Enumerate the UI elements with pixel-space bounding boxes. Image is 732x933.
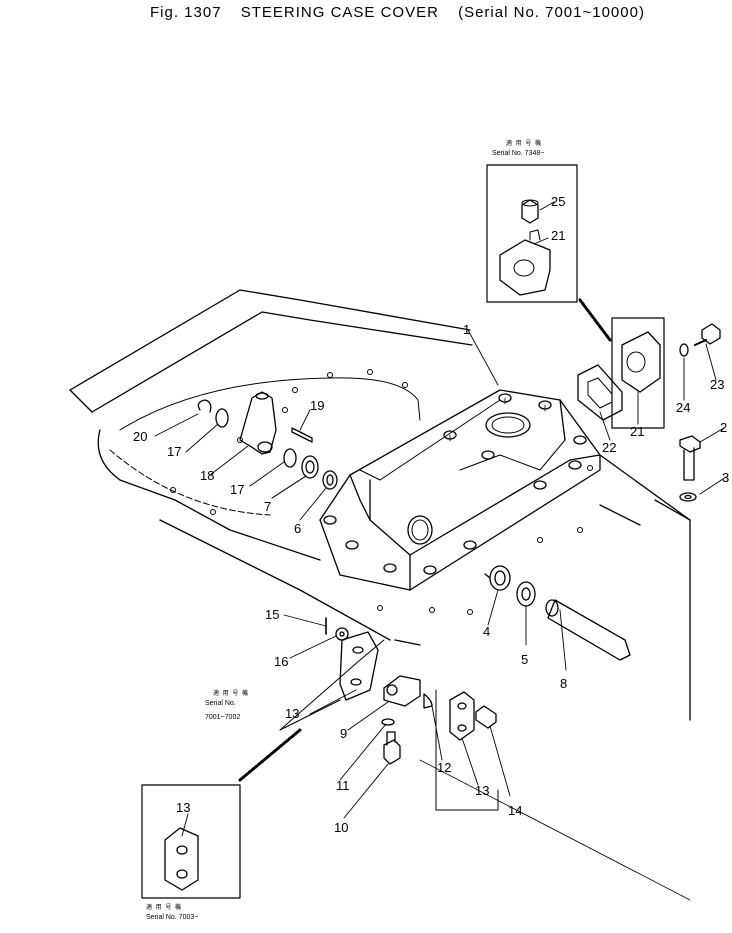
part-13-link-left: [339, 631, 379, 701]
callout-17b: 17: [230, 482, 244, 497]
left-note-leader: [238, 728, 302, 782]
part-10-bolt: [383, 731, 401, 765]
figure-number: Fig. 1307: [150, 4, 222, 21]
callout-17a: 17: [167, 444, 181, 459]
top-box-note-cjk: 適 用 号 機: [506, 141, 543, 147]
part-14-bolt: [475, 705, 497, 729]
callout-13-inset: 13: [176, 800, 190, 815]
part-11-washer: [381, 718, 395, 726]
callout-11: 11: [336, 778, 350, 793]
part-7-bearing: [301, 455, 319, 479]
part-17-washer: [215, 408, 297, 468]
part-13-bracket-inset: [164, 827, 199, 891]
callout-21-top: 21: [551, 228, 565, 243]
part-5-seal: [516, 581, 536, 607]
callout-15: 15: [265, 607, 279, 622]
bottom-box-note-serial: Serial No. 7003~: [146, 914, 199, 921]
bottom-box-note: 適 用 号 機 Serial No. 7003~: [146, 904, 198, 922]
callout-13-left: 13: [285, 706, 299, 721]
part-9-arm: [383, 675, 421, 707]
part-2-bolt: [679, 435, 701, 481]
callout-7a: 7: [264, 499, 271, 514]
part-12-key: [423, 693, 433, 709]
callout-6: 6: [294, 521, 301, 536]
housing-bolt-holes: [170, 369, 593, 615]
part-3-washer: [679, 492, 697, 502]
callout-14: 14: [508, 803, 522, 818]
left-note-label: Serial No.: [205, 700, 236, 707]
part-18-lever: [239, 391, 277, 455]
part-16-washer: [335, 627, 349, 641]
inset-bracket-13: [279, 639, 499, 811]
housing-outline: [69, 289, 691, 901]
part-20-snap-ring: [197, 399, 212, 413]
part-24-washer: [679, 343, 689, 357]
part-6-bearing: [322, 470, 338, 490]
left-note-cjk: 適 用 号 機: [213, 691, 250, 697]
callout-18: 18: [200, 468, 214, 483]
part-23-bolt: [694, 323, 721, 346]
callout-16: 16: [274, 654, 288, 669]
figure-name: STEERING CASE COVER: [240, 4, 439, 21]
callout-19: 19: [310, 398, 324, 413]
inset-box-right: [611, 317, 665, 429]
callout-3: 3: [722, 470, 729, 485]
top-box-note-serial: Serial No. 7348~: [492, 150, 545, 157]
figure-title: Fig. 1307 STEERING CASE COVER (Serial No…: [150, 4, 659, 21]
callout-25: 25: [551, 194, 565, 209]
callout-4: 4: [483, 624, 490, 639]
callout-12: 12: [437, 760, 451, 775]
callout-7b: 7: [264, 499, 271, 514]
callout-20: 20: [133, 429, 147, 444]
figure-serial-range: (Serial No. 7001~10000): [458, 4, 645, 21]
callout-22: 22: [602, 440, 616, 455]
callout-5: 5: [521, 652, 528, 667]
steering-case-cover: [319, 389, 601, 591]
callout-2: 2: [720, 420, 727, 435]
inset-box-top: [486, 164, 612, 342]
callout-13-center: 13: [475, 783, 489, 798]
bottom-box-note-cjk: 適 用 号 機: [146, 905, 183, 911]
part-4-bearing: [484, 565, 511, 591]
callout-23: 23: [710, 377, 724, 392]
callout-10: 10: [334, 820, 348, 835]
callout-leaders: [154, 201, 727, 837]
callout-24: 24: [676, 400, 690, 415]
left-note: 適 用 号 機 Serial No. 7001~7002: [205, 690, 249, 722]
inset-box-bottom: [141, 784, 241, 899]
part-22-gasket: [577, 364, 623, 421]
callout-1: 1: [463, 322, 470, 337]
part-13-link-center: [449, 691, 475, 741]
callout-8: 8: [560, 676, 567, 691]
part-8-pin: [545, 599, 631, 661]
top-box-note: 適 用 号 機 Serial No. 7348~: [492, 140, 544, 158]
callout-21-right: 21: [630, 424, 644, 439]
left-note-serial: 7001~7002: [205, 714, 241, 721]
callout-numbers: 1 2 3 4 5 6 7 7 8 9 10 11 12 13 13 13 14…: [133, 194, 729, 835]
callout-9: 9: [340, 726, 347, 741]
part-19-key: [291, 427, 313, 443]
